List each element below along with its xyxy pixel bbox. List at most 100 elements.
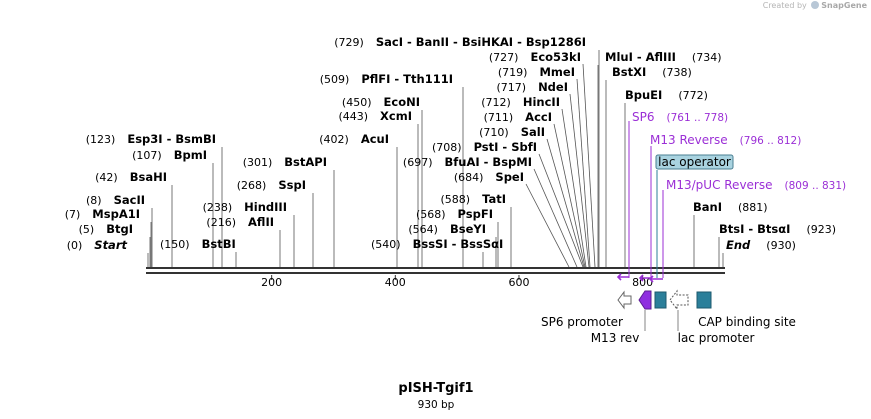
site-label-btsi[interactable]: BtsI - BtsαI(923) [719, 222, 836, 236]
lac-operator-badge-label: lac operator [658, 155, 731, 169]
site-enzyme-name: SspI [278, 178, 306, 192]
site-label-bani[interactable]: BanI(881) [693, 200, 768, 214]
site-enzyme-name: BanI [693, 200, 722, 214]
site-label-hindiii[interactable]: (238)HindIII [203, 200, 287, 214]
site-enzyme-name: PspFI [458, 207, 493, 221]
feature-label-m13-rev: M13 rev [591, 331, 640, 345]
site-label-acui[interactable]: (402)AcuI [319, 132, 389, 146]
site-position: (708) [432, 141, 462, 154]
site-label-bseyi[interactable]: (564)BseYI [408, 222, 486, 236]
m13-reverse-primer-arrow-icon [638, 274, 651, 282]
site-label-start[interactable]: (0)Start [67, 238, 128, 252]
site-label-mlui[interactable]: MluI - AflIII(734) [605, 50, 722, 64]
site-label-esp3i[interactable]: (123)Esp3I - BsmBI [86, 132, 216, 146]
site-label-spei[interactable]: (684)SpeI [454, 170, 524, 184]
feature-label-cap-binding-site: CAP binding site [698, 315, 796, 329]
site-label-ndei[interactable]: (717)NdeI [496, 80, 568, 94]
site-label-mmei[interactable]: (719)MmeI [498, 65, 575, 79]
primer-m13-reverse[interactable]: M13 Reverse(796 .. 812) [650, 133, 801, 147]
site-position: (923) [806, 223, 836, 236]
site-position: (268) [237, 179, 267, 192]
site-position: (443) [338, 110, 368, 123]
site-label-saci[interactable]: (729)SacI - BanII - BsiHKAI - Bsp1286I [334, 35, 586, 49]
sp6-promoter-arrow-icon[interactable] [617, 290, 632, 310]
site-label-mspa1i[interactable]: (7) MspA1I [65, 207, 140, 221]
site-label-bstapi[interactable]: (301)BstAPI [243, 155, 327, 169]
site-label-bpuei[interactable]: BpuEI (772) [625, 88, 708, 102]
site-position: (7) [65, 208, 81, 221]
site-label-sacii[interactable]: (8)SacII [86, 193, 145, 207]
credit-brand: SnapGene [821, 1, 867, 10]
site-label-pspfi[interactable]: (568)PspFI [416, 207, 493, 221]
site-enzyme-name: BssSI - BssSαI [413, 237, 504, 251]
m13-rev-arrow-icon[interactable] [638, 290, 652, 310]
site-enzyme-name: AccI [525, 110, 552, 124]
site-enzyme-name: MluI - AflIII [605, 50, 676, 64]
site-leader-line [546, 138, 585, 268]
site-label-bstxi[interactable]: BstXI(738) [612, 65, 692, 79]
primer-annotations: SP6(761 .. 778) M13 Reverse(796 .. 812) … [616, 110, 846, 283]
site-label-psti[interactable]: (708)PstI - SbfI [432, 140, 537, 154]
site-label-bsahi[interactable]: (42) BsaHI [95, 170, 167, 184]
site-position: (930) [766, 239, 796, 252]
site-enzyme-name: BfuAI - BspMI [445, 155, 532, 169]
site-label-acci[interactable]: (711)AccI [484, 110, 552, 124]
scale-tick-label: 200 [261, 276, 282, 289]
site-position: (719) [498, 66, 528, 79]
site-enzyme-name: BstBI [202, 237, 236, 251]
site-enzyme-name: BsaHI [130, 170, 167, 184]
site-leader-line [525, 183, 570, 268]
site-enzyme-name: Esp3I - BsmBI [127, 132, 216, 146]
site-label-btgi[interactable]: (5)BtgI [79, 222, 133, 236]
site-label-eco53ki[interactable]: (727)Eco53kI [489, 50, 581, 64]
m13-puc-reverse-primer-arrow-icon [648, 275, 663, 283]
site-label-pflfi[interactable]: (509)PflFI - Tth111I [320, 72, 453, 86]
site-position: (710) [479, 126, 509, 139]
scale-tick-label: 800 [632, 276, 653, 289]
site-label-sali[interactable]: (710) SalI [479, 125, 545, 139]
primer-m13-puc-reverse[interactable]: M13/pUC Reverse(809 .. 831) [666, 178, 846, 192]
snapgene-credit: Created by SnapGene [763, 1, 867, 10]
site-position: (712) [481, 96, 511, 109]
primer-m13-puc-reverse-name: M13/pUC Reverse [666, 178, 773, 192]
site-position: (5) [79, 223, 95, 236]
site-label-bpmi[interactable]: (107)BpmI [132, 148, 207, 162]
site-position: (8) [86, 194, 102, 207]
lac-promoter-arrow-icon[interactable] [669, 289, 689, 311]
site-position: (772) [678, 89, 708, 102]
site-label-sspi[interactable]: (268) SspI [237, 178, 306, 192]
site-label-tati[interactable]: (588)TatI [441, 192, 507, 206]
site-enzyme-name: MspA1I [92, 207, 140, 221]
site-position: (42) [95, 171, 118, 184]
feature-track: SP6 promoter M13 rev lac promoter CAP bi… [541, 289, 796, 345]
site-position: (729) [334, 36, 364, 49]
plasmid-size: 930 bp [418, 399, 455, 411]
site-position: (301) [243, 156, 273, 169]
site-position: (216) [206, 216, 236, 229]
snapgene-logo-icon [811, 1, 820, 9]
site-enzyme-name: BseYI [450, 222, 486, 236]
scale-tick-label: 600 [508, 276, 529, 289]
site-label-hincii[interactable]: (712)HincII [481, 95, 560, 109]
site-label-bfuai[interactable]: (697)BfuAI - BspMI [403, 155, 532, 169]
site-label-econi[interactable]: (450)EcoNI [342, 95, 420, 109]
site-label-end[interactable]: End(930) [726, 238, 796, 252]
primer-sp6[interactable]: SP6(761 .. 778) [632, 110, 728, 124]
site-label-bsssi[interactable]: (540)BssSI - BssSαI [371, 237, 503, 251]
site-enzyme-name: SpeI [495, 170, 524, 184]
site-label-aflii[interactable]: (216)AflII [206, 215, 274, 229]
site-enzyme-name: SalI [521, 125, 545, 139]
site-label-bstbi[interactable]: (150)BstBI [160, 237, 236, 251]
site-enzyme-name: BstXI [612, 65, 646, 79]
feature-label-sp6-promoter: SP6 promoter [541, 315, 623, 329]
cap-binding-site-box-icon[interactable] [696, 291, 712, 309]
site-leader-line [569, 93, 590, 268]
site-leader-line [576, 78, 591, 268]
lac-operator-box-icon[interactable] [654, 291, 667, 309]
site-label-xcmi[interactable]: (443)XcmI [338, 109, 412, 123]
primer-sp6-range: (761 .. 778) [667, 112, 729, 124]
lac-operator-badge[interactable] [655, 154, 734, 170]
site-enzyme-name: BpuEI [625, 88, 662, 102]
